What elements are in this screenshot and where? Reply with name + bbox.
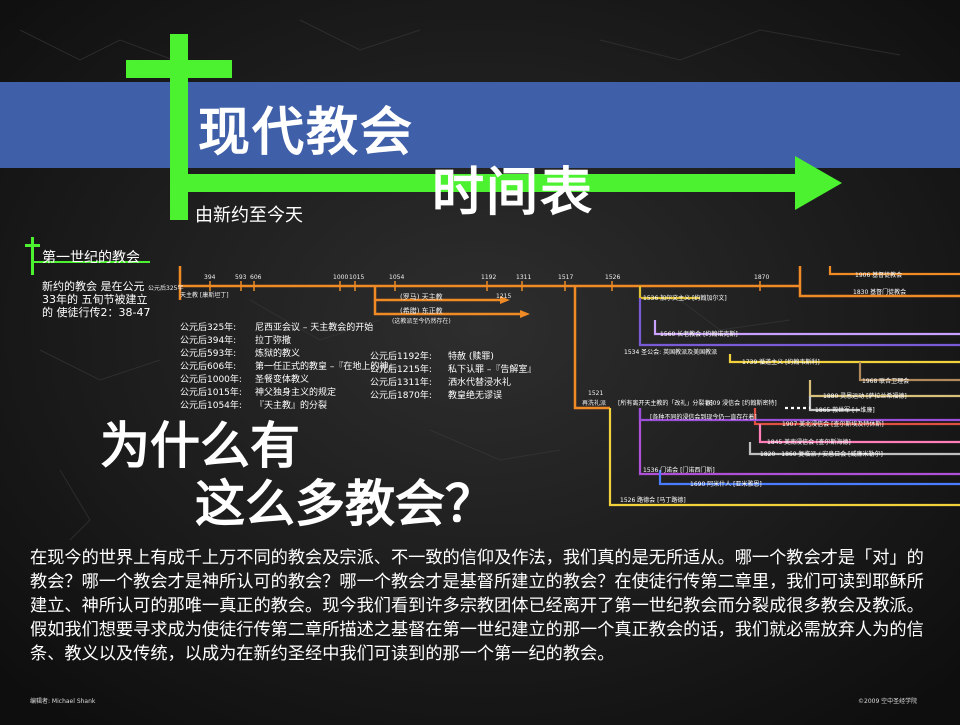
year-tick: 1526 xyxy=(605,274,621,281)
reformation-label: 再洗礼派 xyxy=(582,400,607,407)
baptist-1609: 1609 浸信会 [约翰斯密特] xyxy=(705,400,777,407)
greek-note: (这教派至今仍然存在) xyxy=(392,318,451,325)
denomination-label: 1880 灵恩运动 [萨拉兰希福德] xyxy=(823,393,907,400)
event-item: 公元后1015年:神父独身主义的规定 xyxy=(180,388,337,398)
event-item: 公元后1192年:特赦 (赎罪) xyxy=(370,352,494,362)
denomination-label: 1906 基督徒教会 xyxy=(855,272,903,279)
baptist-note: [各种不同的浸信会到现今仍一直存在着] xyxy=(650,414,757,421)
year-tick: 1311 xyxy=(516,274,532,281)
arrow-head xyxy=(795,156,842,210)
year-tick: 394 xyxy=(204,274,216,281)
question-line1: 为什么有 xyxy=(100,417,300,475)
page-title: 现代教会 xyxy=(198,103,415,163)
year-tick: 1015 xyxy=(349,274,365,281)
denomination-label: 1845 美南浸信会 [查尔斯海德] xyxy=(767,439,851,446)
denomination-label: 1865 救世军 [卜维廉] xyxy=(815,407,875,414)
editor-credit: 编辑者: Michael Shank xyxy=(30,698,96,705)
event-item: 公元后606年:第一任正式的教皇 –『在地上的神』 xyxy=(180,362,398,372)
event-list-right: 公元后1192年:特赦 (赎罪) 公元后1215年:私下认罪 –『告解室』 公元… xyxy=(370,351,536,403)
cross-vertical xyxy=(170,34,188,220)
copyright: ©2009 空中圣经学院 xyxy=(858,698,918,705)
event-item: 公元后1215年:私下认罪 –『告解室』 xyxy=(370,365,537,375)
year-tick: 1000 xyxy=(333,274,349,281)
event-item: 公元后394年:拉丁弥撒 xyxy=(180,336,292,346)
year-tick: 1517 xyxy=(558,274,574,281)
denomination-label: 1536 加尔文主义 [约翰加尔文] xyxy=(643,295,727,302)
subtitle: 由新约至今天 xyxy=(195,205,303,226)
denomination-label: 1534 圣公会: 英国教派及美国教派 xyxy=(624,349,718,356)
denomination-label: 1526 路德会 [马丁路德] xyxy=(620,497,686,504)
denomination-label: 1968 联合卫理会 xyxy=(862,378,910,385)
denomination-label: 1536 门诺会 [门诺西门斯] xyxy=(643,467,715,474)
event-item: 公元后1311年:洒水代替浸水礼 xyxy=(370,378,512,388)
reformation-year: 1521 xyxy=(588,390,604,397)
question-line2: 这么多教会？ xyxy=(195,475,495,533)
protestant-note: [所有离开天主教的「改礼」分裂者] xyxy=(618,400,713,407)
cross-horizontal xyxy=(126,60,232,78)
greek-label: (希腊) 东正教 xyxy=(400,307,443,315)
year-tick: 1215 xyxy=(496,293,512,300)
event-item: 公元后1870年:教皇绝无谬误 xyxy=(370,391,503,401)
body-paragraph: 在现今的世界上有成千上万不同的教会及宗派、不一致的信仰及作法，我们真的是无所适从… xyxy=(30,548,924,664)
event-item: 公元后1000年:圣餐变体教义 xyxy=(180,375,310,385)
denomination-label: 1830 基督门徒教会 xyxy=(853,289,907,296)
denomination-label: 1820 - 1860 复临派 / 安息日会 [威廉米勒尔] xyxy=(760,451,883,458)
first-century-heading: 第一世纪的教会 xyxy=(42,250,140,266)
year-tick: 1192 xyxy=(481,274,497,281)
denomination-label: 1690 阿米什人 [亚米雅恩] xyxy=(690,481,762,488)
event-item: 公元后593年:炼狱的教义 xyxy=(180,349,301,359)
rome-label: (罗马) 天主教 xyxy=(400,293,443,301)
page-title-line2: 时间表 xyxy=(432,163,595,223)
event-item: 公元后325年:尼西亚会议 – 天主教会的开始 xyxy=(180,323,374,333)
denomination-label: 1560 长老教会 [约翰诺克斯] xyxy=(660,331,738,338)
first-century-intro: 新约的教会 是在公元33年的 五旬节被建立的 使徒行传2：38-47 xyxy=(42,280,151,319)
year-tick: 593 xyxy=(235,274,247,281)
event-list-left: 公元后325年:尼西亚会议 – 天主教会的开始 公元后394年:拉丁弥撒 公元后… xyxy=(180,322,397,413)
year-tick: 1054 xyxy=(389,274,405,281)
title-band xyxy=(0,82,960,168)
year-tick: 公元后325年 xyxy=(148,285,184,292)
denomination-label: 1907 美北浸信会 [查尔斯埃及特休斯] xyxy=(782,421,884,428)
event-item: 公元后1054年:『天主教』的分裂 xyxy=(180,401,328,411)
denomination-label: 1739 循道主义 [约翰韦斯利] xyxy=(742,359,820,366)
year-tick: 1870 xyxy=(754,274,770,281)
catholic-label: 天主教 [康斯坦丁] xyxy=(180,292,229,299)
year-tick: 606 xyxy=(250,274,262,281)
